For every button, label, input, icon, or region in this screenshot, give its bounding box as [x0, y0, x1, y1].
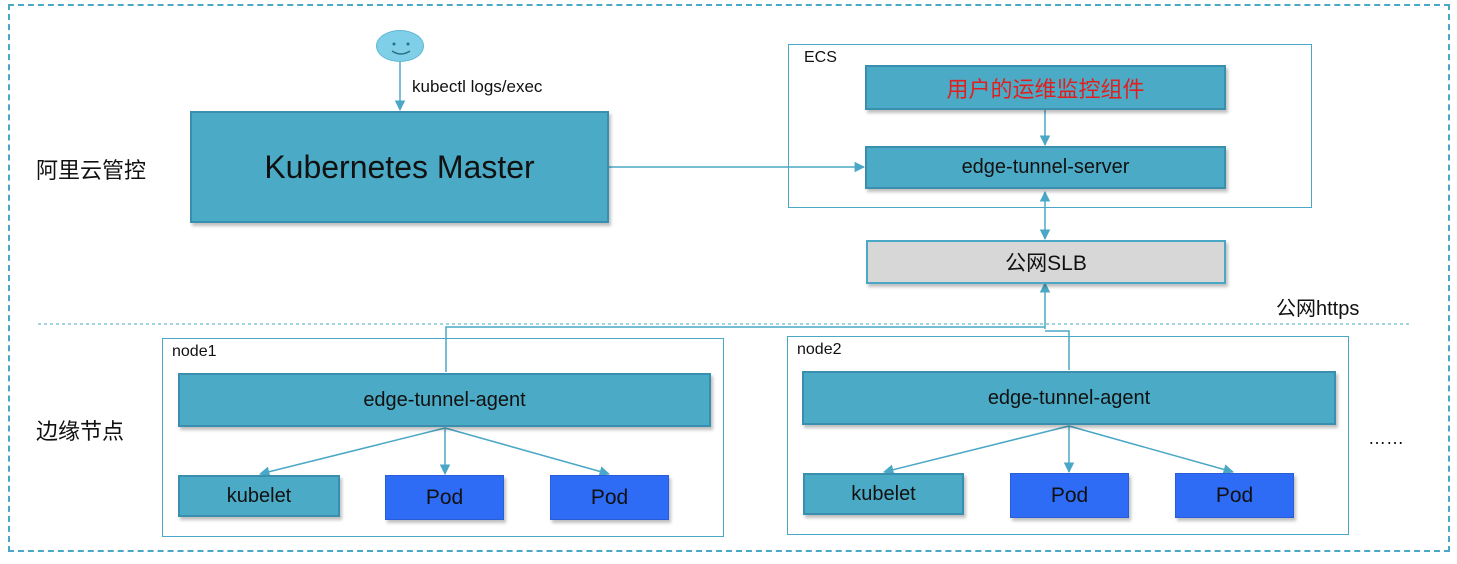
more-nodes-ellipsis: ……: [1368, 428, 1404, 448]
node1-pod-box: Pod: [550, 475, 669, 520]
region-label-edge: 边缘节点: [36, 419, 125, 444]
diagram-boundary: [8, 4, 1450, 552]
node1-pod-box: Pod: [385, 475, 504, 520]
arrow-n2-kubelet: [882, 425, 1070, 475]
region-label-cloud: 阿里云管控: [36, 158, 147, 183]
node2-label: node2: [797, 341, 842, 358]
kubernetes-master-box: Kubernetes Master: [190, 111, 609, 223]
node2-pod-box: Pod: [1010, 473, 1129, 518]
edge-tunnel-server-box: edge-tunnel-server: [865, 146, 1226, 189]
ecs-frame: [788, 44, 1312, 208]
ecs-label: ECS: [804, 49, 837, 66]
monitor-component-box: 用户的运维监控组件: [865, 65, 1226, 110]
node2-frame: [787, 336, 1349, 535]
node2-pod-box: Pod: [1175, 473, 1294, 518]
cli-label: kubectl logs/exec: [412, 77, 543, 96]
public-slb-box: 公网SLB: [866, 240, 1226, 284]
wire-node1-agent: [445, 326, 1045, 372]
node2-edge-tunnel-agent-box: edge-tunnel-agent: [802, 371, 1336, 425]
node1-kubelet-box: kubelet: [178, 475, 340, 517]
node1-edge-tunnel-agent-box: edge-tunnel-agent: [178, 373, 711, 427]
arrow-n1-pod2: [444, 427, 611, 477]
node1-frame: [162, 338, 724, 537]
public-https-label: 公网https: [1276, 298, 1360, 320]
arrow-n1-kubelet: [258, 427, 446, 477]
wire-node2-agent: [1045, 330, 1070, 370]
user-icon: [376, 30, 424, 62]
node2-kubelet-box: kubelet: [803, 473, 964, 515]
arrow-n2-pod2: [1068, 425, 1235, 475]
node1-label: node1: [172, 343, 217, 360]
